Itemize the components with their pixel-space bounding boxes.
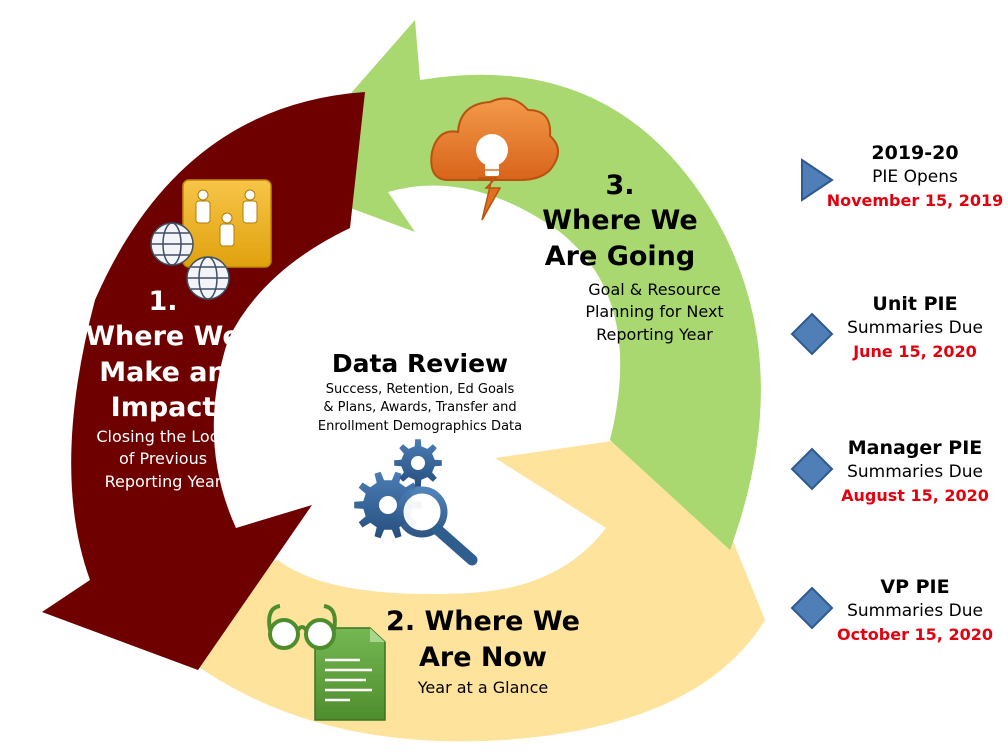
diamond-marker — [790, 447, 834, 491]
gear-hole — [411, 456, 425, 470]
step3-subtitle-line: Planning for Next — [585, 302, 724, 322]
milestone-date: August 15, 2020 — [841, 486, 989, 506]
gear-hole — [379, 496, 397, 514]
milestone-4: VP PIE Summaries Due October 15, 2020 — [818, 575, 1008, 647]
step2-subtitle-line: Year at a Glance — [417, 678, 549, 698]
center-title: Data Review — [331, 349, 509, 378]
step1-subtitle-line: Reporting Year — [104, 471, 222, 491]
step3-title-line: Where We — [542, 205, 698, 236]
milestone-1: 2019-20 PIE Opens November 15, 2019 — [820, 141, 1008, 213]
step1-subtitle-line: Closing the Loop — [96, 426, 230, 446]
step3-subtitle-line: Goal & Resource — [588, 280, 721, 299]
step1-title-line: Where We — [85, 320, 241, 352]
milestone-3: Manager PIE Summaries Due August 15, 202… — [818, 436, 1008, 508]
center-label: Data Review Success, Retention, Ed Goals… — [300, 348, 540, 437]
step1-title-line: Impact — [110, 392, 216, 424]
step1-subtitle-line: of Previous — [118, 449, 208, 469]
milestone-subtitle: PIE Opens — [872, 166, 958, 187]
milestone-date: June 15, 2020 — [853, 342, 977, 362]
milestone-title: Manager PIE — [847, 437, 983, 459]
step2-title-line: Are Now — [418, 641, 547, 673]
milestone-subtitle: Summaries Due — [847, 317, 983, 338]
center-subtitle-line: Enrollment Demographics Data — [317, 419, 523, 435]
milestone-subtitle: Summaries Due — [847, 600, 983, 621]
diamond-marker — [790, 312, 834, 356]
step3-subtitle: Goal & Resource Planning for Next Report… — [572, 279, 737, 346]
milestone-date: October 15, 2020 — [837, 625, 993, 645]
step3-label: 3. — [535, 170, 705, 203]
milestone-date: November 15, 2019 — [826, 191, 1004, 211]
center-subtitle-line: Success, Retention, Ed Goals — [325, 381, 515, 397]
triangle-marker — [801, 158, 834, 202]
step1-arrow — [42, 92, 365, 670]
step3-title: Where We Are Going — [535, 203, 705, 274]
step3-title-line: Are Going — [544, 240, 696, 272]
step3-number: 3. — [605, 170, 635, 201]
step2-title-line: 2. Where We — [386, 606, 580, 637]
step1-number: 1. — [148, 286, 178, 317]
people-globe-icon — [150, 179, 272, 300]
step2-label: 2. Where We Are Now Year at a Glance — [378, 604, 588, 700]
milestone-2: Unit PIE Summaries Due June 15, 2020 — [820, 292, 1008, 364]
milestone-title: Unit PIE — [872, 293, 958, 315]
glasses-document-icon — [267, 604, 386, 721]
step3-arrow — [275, 20, 761, 550]
step1-label: 1. Where We Make an Impact Closing the L… — [78, 286, 248, 493]
lightbulb-cloud-icon — [430, 97, 559, 221]
step3-subtitle-line: Reporting Year — [596, 324, 713, 344]
step1-title-line: Make an — [99, 356, 227, 388]
step2-arrow — [132, 430, 765, 742]
milestone-subtitle: Summaries Due — [847, 461, 983, 482]
center-subtitle-line: & Plans, Awards, Transfer and — [323, 400, 517, 416]
diamond-marker — [790, 586, 834, 630]
milestone-title: 2019-20 — [871, 142, 959, 164]
milestone-title: VP PIE — [880, 576, 950, 598]
gears-magnifier-icon — [354, 439, 478, 566]
